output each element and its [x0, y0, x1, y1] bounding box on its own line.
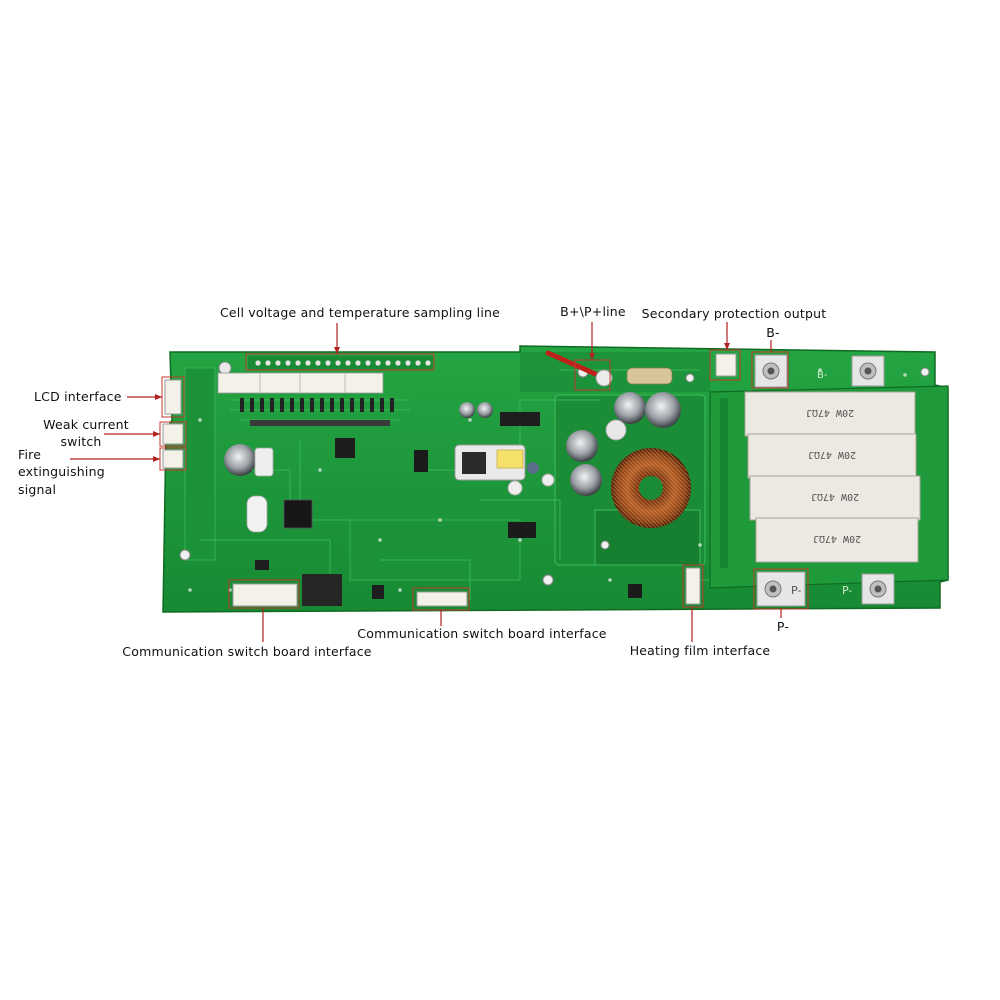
- comm-connector-left: [232, 583, 298, 607]
- arrowheads: [153, 343, 730, 462]
- ic-chip: [372, 585, 384, 599]
- label-comm-switch-mid: Communication switch board interface: [357, 626, 607, 641]
- resistor-label: 20W 47ΩJ: [808, 449, 856, 460]
- b-plus-wire: [545, 350, 603, 379]
- b-minus-mark: B-: [817, 370, 828, 381]
- label-weak-current-2: switch: [60, 434, 102, 449]
- label-lcd-interface: LCD interface: [34, 389, 122, 404]
- label-fire-2: extinguishing: [18, 464, 105, 479]
- terminal-top-right: [851, 355, 885, 387]
- resistor-label: 20W 47ΩJ: [813, 533, 861, 544]
- resistor-board: 20W 47ΩJ 20W 47ΩJ 20W 47ΩJ 20W 47ΩJ: [709, 385, 949, 589]
- resistor-label: 20W 47ΩJ: [806, 407, 854, 418]
- p-mark: P-: [842, 584, 852, 597]
- fire-signal-connector: [162, 449, 184, 469]
- callout-box-secondary: [709, 349, 741, 381]
- b-plus-terminal: [595, 369, 613, 387]
- comm-connector-mid: [416, 591, 468, 607]
- label-b-minus: B-: [766, 325, 780, 340]
- capacitor-left: [224, 444, 274, 477]
- secondary-output-connector: [715, 353, 737, 377]
- ic-chip: [500, 412, 540, 426]
- label-fire-3: signal: [18, 482, 57, 497]
- p-minus-terminal: P-: [756, 571, 806, 607]
- resistor-label: 20W 47ΩJ: [811, 491, 859, 502]
- callout-box-comm-left: [228, 579, 300, 609]
- callout-box-heating: [682, 564, 704, 608]
- label-b-plus-line: B+\P+line: [560, 304, 626, 319]
- lcd-connector: [164, 379, 182, 415]
- callout-box-sampling: [245, 353, 435, 371]
- smd-resistor-row: [240, 398, 394, 426]
- label-p-minus: P-: [776, 619, 790, 634]
- weak-current-connector: [162, 423, 184, 445]
- transformer: [454, 444, 555, 496]
- ic-chip: [628, 584, 642, 598]
- p-minus-mark: P-: [791, 584, 801, 597]
- sampling-header: [217, 356, 433, 394]
- rj-jack: [302, 574, 342, 606]
- toroid-inductor: [611, 448, 691, 528]
- label-heating-film: Heating film interface: [629, 643, 771, 658]
- label-weak-current-1: Weak current: [43, 417, 129, 432]
- label-cell-sampling: Cell voltage and temperature sampling li…: [219, 305, 501, 320]
- label-secondary-protection: Secondary protection output: [641, 306, 827, 321]
- label-fire-1: Fire: [18, 447, 42, 462]
- ic-chip: [414, 450, 428, 472]
- p-terminal: P-: [842, 573, 895, 605]
- crystal: [246, 495, 268, 533]
- capacitors-large: [566, 392, 681, 496]
- callout-box-b-minus: [751, 351, 789, 389]
- label-comm-switch-left: Communication switch board interface: [122, 644, 372, 659]
- heating-connector: [685, 567, 701, 605]
- fuse: [626, 367, 673, 385]
- ic-chip: [255, 560, 269, 570]
- resistor-stack: 20W 47ΩJ 20W 47ΩJ 20W 47ΩJ 20W 47ΩJ: [744, 391, 921, 563]
- ic-chip: [335, 438, 355, 458]
- mcu-chip: [283, 499, 313, 529]
- ic-chip: [508, 522, 536, 538]
- capacitors-small: [459, 402, 493, 418]
- b-minus-terminal: [754, 354, 788, 388]
